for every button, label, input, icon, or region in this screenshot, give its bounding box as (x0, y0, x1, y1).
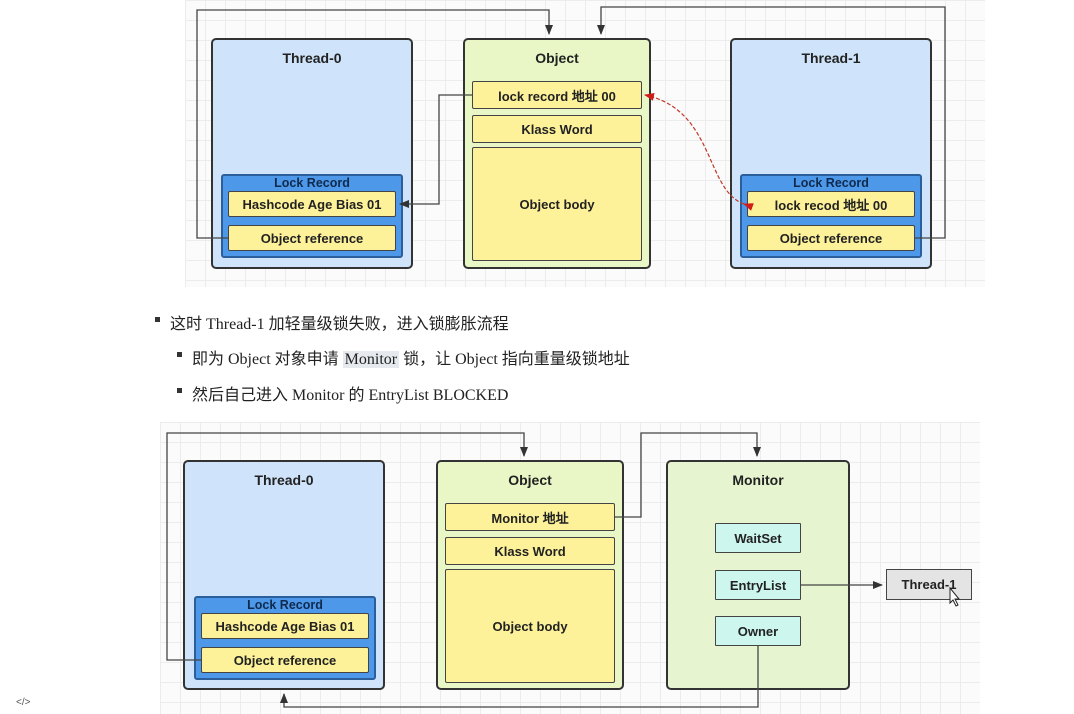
bottom-monitor-waitset-field: WaitSet (715, 523, 801, 553)
top-thread-1-lock-record-field: lock recod 地址 00 (747, 191, 915, 217)
bottom-object-klass-word-field: Klass Word (445, 537, 615, 565)
top-thread-0-object-reference-field: Object reference (228, 225, 396, 251)
top-diagram: Thread-0 Lock Record Hashcode Age Bias 0… (185, 0, 985, 287)
bottom-thread-0-title: Thread-0 (254, 472, 314, 488)
code-icon[interactable]: </> (16, 697, 31, 708)
top-thread-0-hashcode-field: Hashcode Age Bias 01 (228, 191, 396, 217)
bullet-lock-inflation: 这时 Thread-1 加轻量级锁失败，进入锁膨胀流程 (155, 310, 509, 334)
top-object-title: Object (535, 50, 579, 66)
bottom-object-monitor-address-field: Monitor 地址 (445, 503, 615, 531)
bottom-object-title: Object (508, 472, 552, 488)
bottom-diagram: Thread-0 Lock Record Hashcode Age Bias 0… (160, 422, 980, 714)
top-thread-0-lock-record-title: Lock Record (274, 176, 350, 190)
bottom-thread-0-object-reference-field: Object reference (201, 647, 369, 673)
bottom-object-body-field: Object body (445, 569, 615, 683)
bottom-monitor-entrylist-field: EntryList (715, 570, 801, 600)
highlighted-monitor-text: Monitor (342, 351, 400, 368)
bullet-apply-monitor: 即为 Object 对象申请 Monitor 锁，让 Object 指向重量级锁… (177, 345, 630, 369)
bottom-monitor-owner-field: Owner (715, 616, 801, 646)
top-thread-1-lock-record-title: Lock Record (793, 176, 869, 190)
top-object-lock-record-field: lock record 地址 00 (472, 81, 642, 109)
watermark (870, 0, 874, 18)
top-thread-0-title: Thread-0 (282, 50, 342, 66)
bullet-enter-entrylist: 然后自己进入 Monitor 的 EntryList BLOCKED (176, 381, 508, 405)
bottom-blocked-thread-1-node: Thread-1 (886, 569, 972, 600)
bottom-thread-0-hashcode-field: Hashcode Age Bias 01 (201, 613, 369, 639)
top-thread-1-title: Thread-1 (801, 50, 861, 66)
top-thread-1-object-reference-field: Object reference (747, 225, 915, 251)
top-object-body-field: Object body (472, 147, 642, 261)
bottom-thread-0-lock-record-title: Lock Record (247, 598, 323, 612)
top-object-klass-word-field: Klass Word (472, 115, 642, 143)
bottom-monitor-title: Monitor (732, 472, 784, 488)
